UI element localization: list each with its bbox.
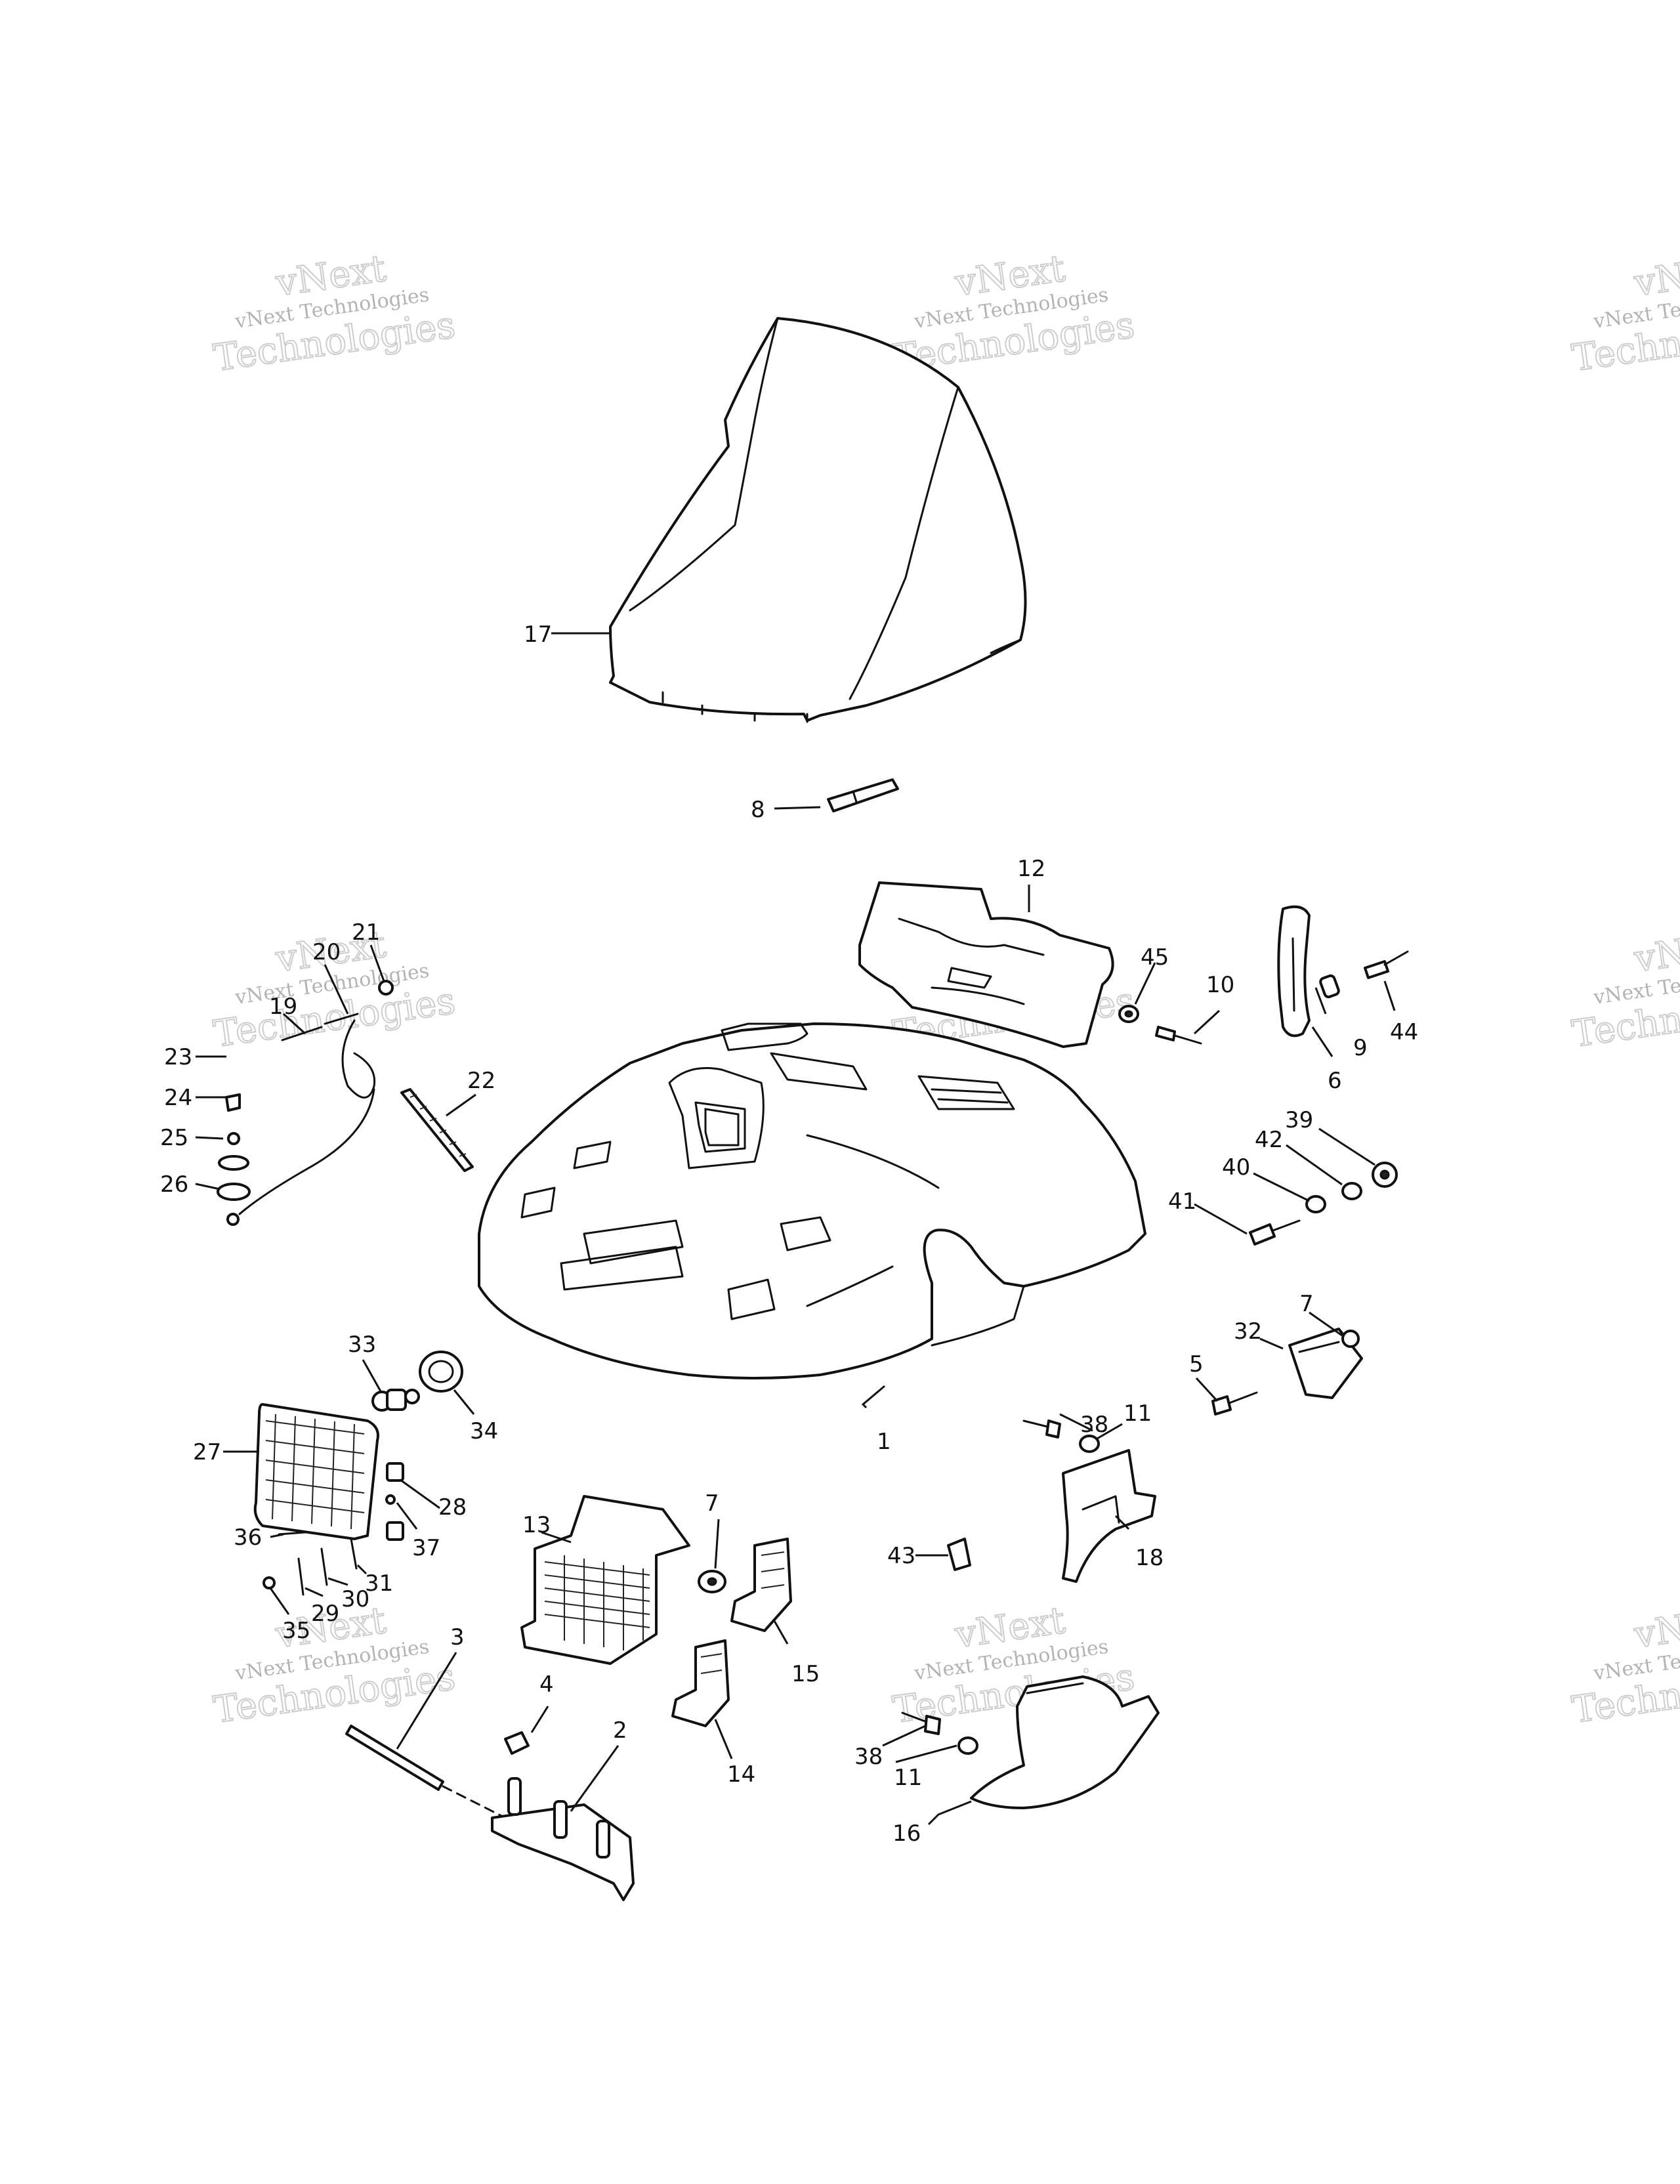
callout-22: 22: [467, 1068, 495, 1094]
svg-text:vNext: vNext: [1631, 1599, 1680, 1657]
watermark-low-right: vNext vNext Technologies Technologies: [1569, 1599, 1680, 1732]
hardware-parts: [504, 950, 1409, 1755]
callout-18: 18: [1135, 1545, 1164, 1571]
callout-38-lower: 38: [854, 1744, 883, 1770]
callout-9: 9: [1353, 1035, 1368, 1061]
callout-8: 8: [751, 797, 765, 823]
deflector-part: [1062, 1449, 1156, 1583]
bulb-cap-part: [419, 1351, 463, 1393]
handle-part: [1277, 905, 1311, 1038]
callout-38-upper: 38: [1080, 1412, 1108, 1438]
callout-7-center: 7: [705, 1490, 719, 1517]
callout-29: 29: [311, 1601, 339, 1627]
callout-10: 10: [1206, 972, 1234, 998]
mounting-plate-part: [491, 1777, 635, 1901]
callout-32: 32: [1234, 1318, 1262, 1345]
callout-37: 37: [412, 1535, 440, 1561]
callout-41: 41: [1168, 1188, 1196, 1215]
callout-20: 20: [312, 939, 341, 965]
callout-33: 33: [348, 1332, 376, 1358]
hood-part: [478, 1022, 1146, 1379]
callout-14: 14: [727, 1761, 755, 1788]
callout-27: 27: [193, 1439, 221, 1465]
callout-25: 25: [160, 1125, 188, 1151]
rod-part: [345, 1725, 507, 1819]
callout-21: 21: [352, 919, 380, 946]
callout-42: 42: [1255, 1127, 1283, 1153]
grille-part: [520, 1495, 690, 1665]
svg-text:vNext: vNext: [1631, 923, 1680, 981]
callout-43: 43: [887, 1543, 915, 1569]
headlight-hardware: [262, 1462, 404, 1596]
bulb-part: [371, 1389, 420, 1412]
watermark-mid-left: vNext vNext Technologies Technologies: [211, 923, 459, 1057]
trim-strip-part: [827, 778, 899, 812]
watermark-top-center: vNext vNext Technologies Technologies: [890, 247, 1138, 381]
callout-5: 5: [1189, 1351, 1204, 1377]
callout-26: 26: [160, 1171, 188, 1198]
callout-28: 28: [438, 1494, 467, 1521]
bracket-14-part: [671, 1639, 730, 1727]
callout-34: 34: [470, 1418, 498, 1444]
callout-31: 31: [365, 1570, 393, 1597]
lower-deflector-part: [970, 1675, 1160, 1809]
watermark-top-right: vNext vNext Technologies Technologies: [1569, 247, 1680, 381]
leader-lines: [195, 632, 1396, 1826]
spring-part: [400, 1088, 474, 1172]
callout-35: 35: [282, 1618, 310, 1644]
callout-45: 45: [1141, 944, 1169, 971]
callout-11-upper: 11: [1124, 1400, 1152, 1427]
callout-15: 15: [791, 1661, 820, 1687]
callout-39: 39: [1285, 1107, 1313, 1133]
callout-13: 13: [522, 1512, 551, 1538]
callout-16: 16: [892, 1820, 921, 1847]
windshield-part: [609, 317, 1027, 723]
callout-12: 12: [1017, 856, 1045, 882]
bracket-15-part: [730, 1538, 792, 1632]
callout-40: 40: [1222, 1154, 1250, 1181]
callout-11-lower: 11: [894, 1765, 922, 1791]
watermark-mid-right: vNext vNext Technologies Technologies: [1569, 923, 1680, 1057]
console-panel-part: [858, 881, 1114, 1048]
callout-labels: 1 2 3 4 5 6 7 7 8 9 10 11 11 12 13 14 15…: [160, 621, 1418, 1847]
callout-19: 19: [269, 994, 297, 1020]
callout-7-right: 7: [1299, 1291, 1314, 1317]
callout-4: 4: [539, 1671, 554, 1698]
callout-36: 36: [234, 1524, 262, 1551]
callout-2: 2: [613, 1717, 627, 1744]
callout-44: 44: [1390, 1019, 1418, 1045]
headlight-part: [253, 1403, 379, 1540]
cable-assembly-part: [217, 980, 394, 1226]
callout-1: 1: [877, 1429, 891, 1455]
callout-3: 3: [450, 1624, 465, 1650]
callout-23: 23: [164, 1044, 192, 1070]
callout-17: 17: [524, 621, 552, 648]
callout-24: 24: [164, 1085, 192, 1111]
watermark-top-left: vNext vNext Technologies Technologies: [211, 247, 459, 381]
callout-6: 6: [1328, 1068, 1342, 1094]
svg-text:vNext: vNext: [1631, 247, 1680, 305]
callout-30: 30: [341, 1586, 369, 1612]
